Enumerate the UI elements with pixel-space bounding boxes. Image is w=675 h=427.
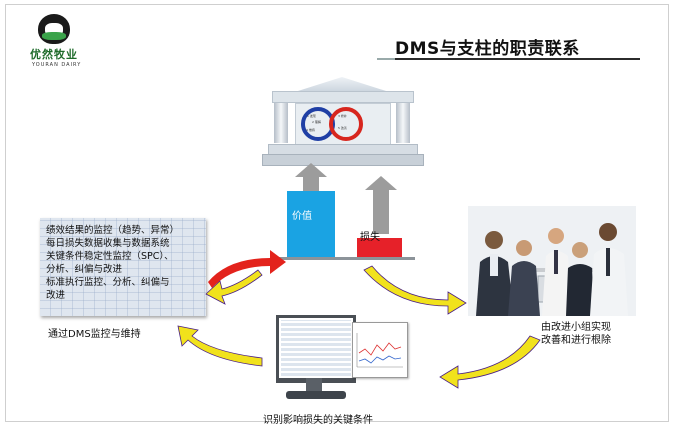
yellow-arrow-to-monitoring-icon <box>205 269 263 305</box>
monitoring-list: 绩效结果的监控（趋势、异常） 每日损失数据收集与数据系统 关键条件稳定性监控（S… <box>46 224 179 302</box>
monitoring-item: 每日损失数据收集与数据系统 <box>46 238 170 249</box>
company-logo: 优然牧业 YOURAN DAIRY <box>30 14 82 68</box>
improvement-team-photo <box>468 206 636 316</box>
yellow-arrow-to-maintain-icon <box>177 325 263 367</box>
improve-team-label-line2: 改善和进行根除 <box>541 335 611 346</box>
loss-bar-label: 损失 <box>360 232 380 243</box>
yellow-arrow-to-team-icon <box>363 265 467 315</box>
monitoring-item: 关键条件稳定性监控（SPC）、 <box>46 251 174 262</box>
loop-label: 3 修补 <box>338 114 347 118</box>
temple-column-right <box>396 103 410 143</box>
red-feedback-arrow-icon <box>208 250 286 288</box>
monitoring-item: 绩效结果的监控（趋势、异常） <box>46 225 180 236</box>
slide-title: DMS与支柱的职责联系 <box>395 39 580 59</box>
logo-english-text: YOURAN DAIRY <box>32 62 82 68</box>
cow-logo-icon <box>38 14 70 44</box>
monitor-screen-table <box>276 315 356 383</box>
pillar-temple-graphic: 1 发现 2 理解 4 维持 3 修补 5 改善 <box>262 77 424 167</box>
monitor-chart-sheet <box>352 322 408 378</box>
computer-monitor-graphic <box>264 315 412 419</box>
monitoring-item: 标准执行监控、分析、纠偏与 <box>46 277 170 288</box>
monitoring-panel: 绩效结果的监控（趋势、异常） 每日损失数据收集与数据系统 关键条件稳定性监控（S… <box>40 218 206 316</box>
loss-up-arrow-icon <box>365 176 397 234</box>
monitoring-item: 分析、纠偏与改进 <box>46 264 123 275</box>
red-loop-icon <box>329 107 363 141</box>
bar-baseline <box>273 257 415 260</box>
monitoring-item: 改进 <box>46 290 66 301</box>
loop-label: 1 发现 <box>307 114 316 118</box>
title-underline <box>377 58 640 60</box>
yellow-arrow-to-monitor-icon <box>439 335 541 389</box>
loss-bar <box>357 238 402 257</box>
loop-label: 5 改善 <box>338 126 347 130</box>
loop-label: 2 理解 <box>312 120 321 124</box>
temple-header <box>272 91 414 103</box>
improve-team-label-line1: 由改进小组实现 <box>541 322 611 333</box>
monitor-base <box>286 391 346 399</box>
monitor-maintain-label: 通过DMS监控与维持 <box>48 329 141 340</box>
logo-chinese-text: 优然牧业 <box>30 48 78 61</box>
loop-label: 4 维持 <box>306 128 315 132</box>
temple-column-left <box>274 103 288 143</box>
temple-loop-panel: 1 发现 2 理解 4 维持 3 修补 5 改善 <box>295 103 391 145</box>
value-bar <box>287 191 335 257</box>
monitor-stand <box>306 378 322 392</box>
panel-background-grid <box>40 218 206 316</box>
identify-conditions-label: 识别影响损失的关键条件 <box>263 415 373 426</box>
value-up-arrow-icon <box>295 163 327 191</box>
value-bar-label: 价值 <box>292 211 312 222</box>
